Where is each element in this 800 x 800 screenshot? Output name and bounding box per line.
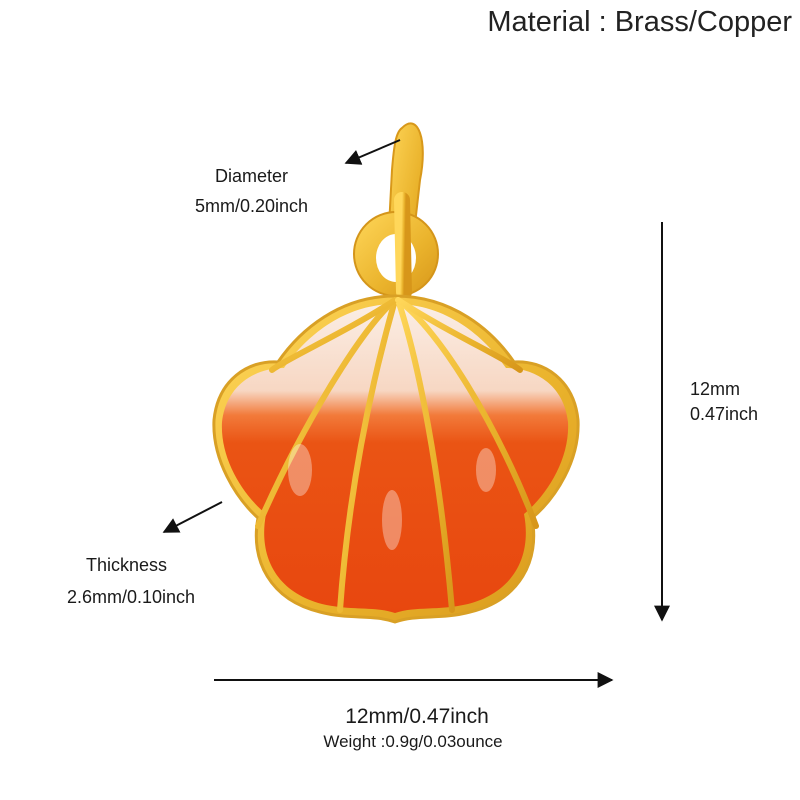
thickness-arrow-icon <box>162 501 223 533</box>
width-value: 12mm/0.47inch <box>345 705 489 728</box>
thickness-label: Thickness <box>86 555 168 575</box>
diameter-label: Diameter <box>215 166 289 186</box>
diameter-arrow-icon <box>344 139 401 165</box>
diameter-value: 5mm/0.20inch <box>195 196 309 216</box>
height-value-inch: 0.47inch <box>690 404 759 424</box>
material-heading: Material : Brass/Copper <box>487 6 792 38</box>
weight-value: Weight :0.9g/0.03ounce <box>323 732 503 751</box>
height-value-mm: 12mm <box>690 379 741 399</box>
thickness-value: 2.6mm/0.10inch <box>67 587 196 607</box>
